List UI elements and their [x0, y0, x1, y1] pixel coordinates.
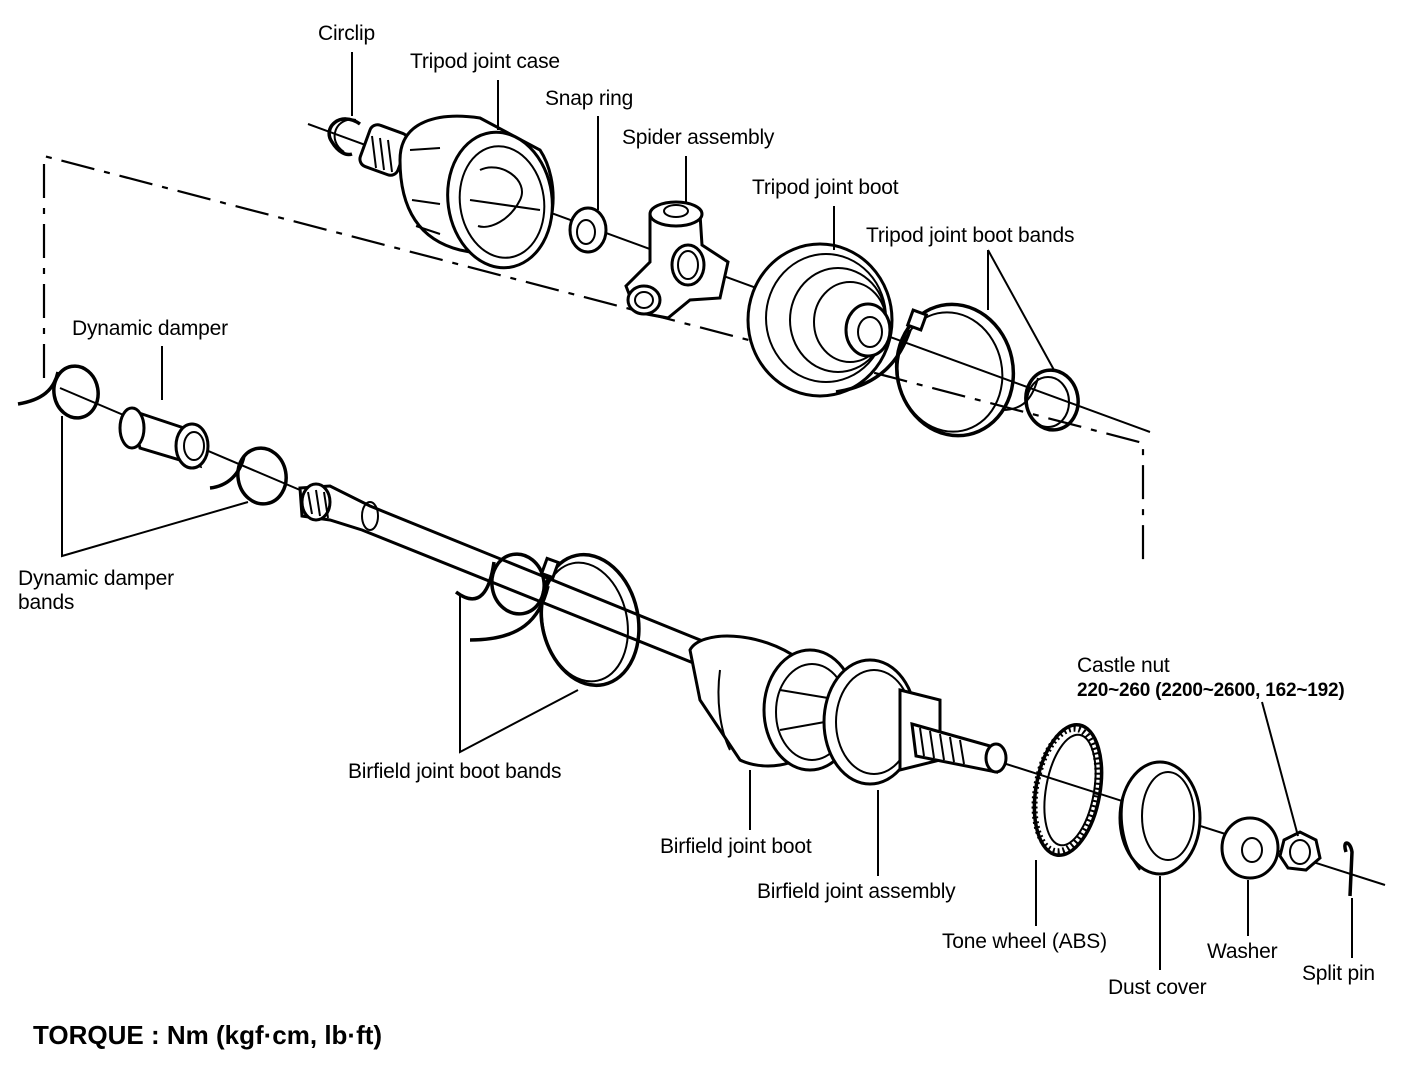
leader-lines: [61, 52, 1353, 970]
label-birfield-joint-assembly: Birfield joint assembly: [757, 880, 956, 903]
label-castle-nut: Castle nut: [1077, 654, 1170, 677]
label-spider-assembly: Spider assembly: [622, 126, 775, 149]
split-pin-part: [1343, 841, 1354, 897]
label-washer: Washer: [1207, 940, 1278, 963]
spider-assembly-part: [624, 200, 730, 320]
label-tone-wheel: Tone wheel (ABS): [942, 930, 1107, 953]
washer-part: [1220, 816, 1280, 880]
dynamic-damper-band-left: [17, 364, 100, 420]
birfield-joint-boot-part: [688, 634, 858, 772]
tripod-joint-case-part: [358, 114, 555, 270]
label-dynamic-damper-bands-line1: Dynamic damper: [18, 567, 174, 590]
label-birfield-joint-boot: Birfield joint boot: [660, 835, 812, 858]
label-castle-nut-torque: 220~260 (2200~2600, 162~192): [1077, 680, 1345, 701]
tripod-joint-boot-part: [746, 242, 894, 398]
label-birfield-joint-boot-bands: Birfield joint boot bands: [348, 760, 562, 783]
label-tripod-joint-case: Tripod joint case: [410, 50, 560, 73]
label-tripod-joint-boot: Tripod joint boot: [752, 176, 899, 199]
torque-units-legend: TORQUE : Nm (kgf·cm, lb·ft): [33, 1020, 383, 1050]
label-dust-cover: Dust cover: [1108, 976, 1207, 999]
label-tripod-joint-boot-bands: Tripod joint boot bands: [866, 224, 1075, 247]
tripod-joint-boot-band-large: [835, 302, 1016, 438]
birfield-joint-assembly-part: [822, 658, 1008, 786]
label-snap-ring: Snap ring: [545, 87, 634, 110]
circlip-part: [327, 117, 362, 157]
assembly-boundary-line: [42, 154, 1145, 566]
label-circlip: Circlip: [318, 22, 375, 45]
tripod-joint-boot-band-small: [1001, 368, 1080, 432]
birfield-joint-boot-band-large: [469, 552, 641, 688]
castle-nut-part: [1278, 830, 1322, 872]
label-dynamic-damper-bands-line2: bands: [18, 591, 75, 614]
dynamic-damper-band-right: [209, 446, 288, 506]
label-split-pin: Split pin: [1302, 962, 1375, 985]
tone-wheel-part: [1031, 723, 1104, 857]
dynamic-damper-part: [118, 406, 210, 470]
label-dynamic-damper: Dynamic damper: [72, 317, 228, 340]
snap-ring-part: [568, 206, 608, 254]
dust-cover-part: [1118, 760, 1202, 876]
birfield-joint-boot-band-small: [454, 552, 546, 616]
